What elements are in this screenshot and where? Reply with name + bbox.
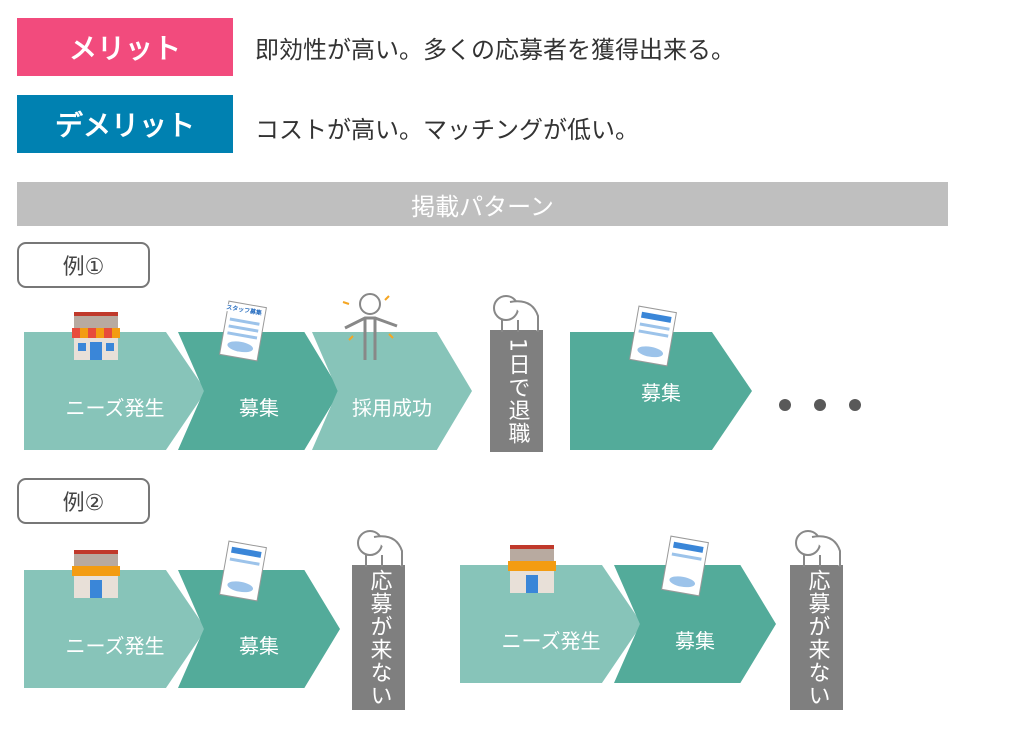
step-hired: 採用成功 — [312, 332, 472, 450]
job-poster-icon — [629, 305, 677, 367]
shop-icon — [508, 545, 556, 593]
ellipsis-dot — [814, 399, 826, 411]
depressed-person-icon — [795, 530, 841, 567]
demerit-text: コストが高い。マッチングが低い。 — [255, 116, 639, 144]
depressed-person-icon — [357, 530, 403, 567]
step-label: 募集 — [239, 395, 279, 420]
section-title: 掲載パターン — [17, 182, 948, 226]
job-poster-icon — [661, 535, 709, 597]
step-recruit-again: 募集 — [570, 332, 752, 450]
merit-text: 即効性が高い。多くの応募者を獲得出来る。 — [255, 36, 735, 64]
ellipsis-dot — [779, 399, 791, 411]
step-label: ニーズ発生 — [65, 633, 165, 658]
step-label: ニーズ発生 — [65, 395, 165, 420]
shop-icon — [72, 312, 120, 360]
depressed-person-icon — [493, 295, 539, 332]
step-recruit: 募集 — [178, 332, 340, 450]
happy-person-icon — [342, 293, 398, 360]
shop-icon — [72, 550, 120, 598]
job-poster-icon — [219, 540, 267, 602]
ellipsis-dot — [849, 399, 861, 411]
step-label: 募集 — [641, 380, 681, 405]
demerit-badge: デメリット — [17, 95, 233, 153]
step-label: ニーズ発生 — [501, 628, 601, 653]
step-label: 採用成功 — [352, 395, 432, 420]
result-quit: 1日で退職 — [490, 330, 543, 452]
merit-badge: メリット — [17, 18, 233, 76]
example2-label: 例② — [17, 478, 150, 524]
result-no-applicants: 応募が来ない — [790, 565, 843, 710]
result-no-applicants: 応募が来ない — [352, 565, 405, 710]
step-label: 募集 — [239, 633, 279, 658]
example1-label: 例① — [17, 242, 150, 288]
step-label: 募集 — [675, 628, 715, 653]
